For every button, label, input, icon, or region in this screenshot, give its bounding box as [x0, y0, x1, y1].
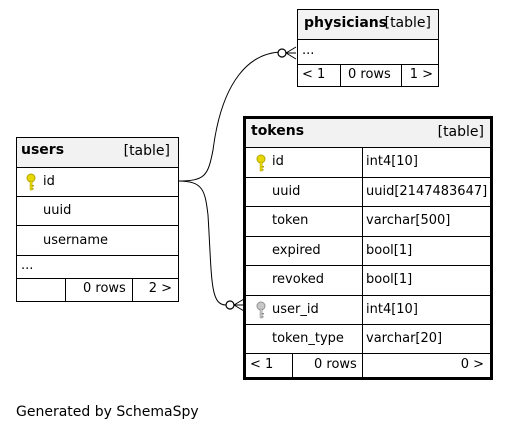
- tokens-footer-divider-2: [362, 354, 363, 377]
- users-row-id[interactable]: id: [17, 168, 178, 197]
- tokens-col-divider: [362, 325, 363, 353]
- users-tokens-edge: [177, 180, 227, 306]
- physicians-crowfoot-circle: [277, 48, 287, 58]
- generated-by-label: Generated by SchemaSpy: [16, 404, 199, 420]
- tokens-row-token-type[interactable]: token_type varchar[20]: [246, 325, 490, 354]
- primary-key-icon: [26, 173, 36, 191]
- tokens-kind: [table]: [437, 124, 484, 140]
- tokens-header: tokens [table]: [246, 119, 490, 148]
- users-footer-divider-2: [132, 279, 133, 301]
- users-more: ...: [21, 258, 34, 273]
- physicians-title: physicians: [304, 15, 388, 31]
- users-kind: [table]: [123, 143, 170, 159]
- physicians-footer-prev[interactable]: < 1: [302, 67, 326, 82]
- tokens-row-uuid[interactable]: uuid uuid[2147483647]: [246, 178, 490, 207]
- users-row-uuid[interactable]: uuid: [17, 197, 178, 226]
- tokens-row-user-id[interactable]: user_id int4[10]: [246, 296, 490, 325]
- users-title: users: [21, 142, 65, 158]
- tokens-col-id-name: id: [272, 154, 284, 169]
- tokens-col-token-type-type: varchar[20]: [366, 331, 443, 346]
- users-col-username: username: [43, 233, 108, 248]
- tokens-col-revoked-type: bool[1]: [366, 272, 413, 287]
- tokens-col-token-type: varchar[500]: [366, 213, 451, 228]
- users-physicians-edge: [177, 51, 284, 182]
- tokens-col-id-type: int4[10]: [366, 154, 418, 169]
- users-footer-next[interactable]: 2 >: [148, 281, 172, 296]
- tokens-footer-divider-1: [292, 354, 293, 377]
- tokens-row-token[interactable]: token varchar[500]: [246, 207, 490, 237]
- tokens-col-divider: [362, 266, 363, 295]
- physicians-more-row: ...: [298, 40, 438, 65]
- physicians-table[interactable]: physicians [table] ... < 1 0 rows 1 >: [297, 9, 439, 87]
- tokens-col-uuid-name: uuid: [272, 184, 301, 199]
- physicians-header: physicians [table]: [298, 10, 438, 40]
- tokens-col-uuid-type: uuid[2147483647]: [366, 184, 488, 199]
- physicians-crowfoot-icon: [285, 46, 297, 60]
- primary-key-icon: [256, 154, 266, 172]
- physicians-footer: < 1 0 rows 1 >: [298, 65, 438, 87]
- users-col-uuid: uuid: [43, 203, 72, 218]
- physicians-footer-divider-2: [401, 65, 402, 87]
- users-footer: 0 rows 2 >: [17, 279, 178, 301]
- tokens-crowfoot-circle: [225, 300, 235, 310]
- physicians-footer-rows: 0 rows: [348, 67, 391, 82]
- tokens-col-divider: [362, 178, 363, 206]
- foreign-key-icon: [256, 301, 266, 319]
- physicians-footer-divider-1: [340, 65, 341, 87]
- users-footer-rows: 0 rows: [83, 281, 126, 296]
- tokens-row-id[interactable]: id int4[10]: [246, 148, 490, 178]
- tokens-footer: < 1 0 rows 0 >: [246, 354, 490, 377]
- tokens-col-token-type-name: token_type: [272, 331, 344, 346]
- tokens-footer-next[interactable]: 0 >: [460, 357, 484, 372]
- tokens-col-expired-name: expired: [272, 243, 321, 258]
- tokens-col-divider: [362, 148, 363, 177]
- physicians-kind: [table]: [384, 15, 431, 31]
- tokens-footer-prev[interactable]: < 1: [250, 357, 274, 372]
- tokens-col-divider: [362, 237, 363, 265]
- users-row-username[interactable]: username: [17, 226, 178, 256]
- tokens-col-user-id-name: user_id: [272, 302, 319, 317]
- users-more-row: ...: [17, 256, 178, 279]
- tokens-col-token-name: token: [272, 213, 309, 228]
- users-table[interactable]: users [table] id uuid username ... 0 row…: [16, 137, 179, 302]
- tokens-col-divider: [362, 296, 363, 324]
- physicians-more: ...: [302, 43, 315, 58]
- users-col-id: id: [43, 174, 55, 189]
- users-header: users [table]: [17, 138, 178, 168]
- tokens-table[interactable]: tokens [table] id int4[10] uuid uuid[214…: [243, 116, 493, 380]
- tokens-title: tokens: [251, 123, 305, 139]
- physicians-footer-next[interactable]: 1 >: [409, 67, 433, 82]
- tokens-col-revoked-name: revoked: [272, 272, 325, 287]
- tokens-row-expired[interactable]: expired bool[1]: [246, 237, 490, 266]
- tokens-col-expired-type: bool[1]: [366, 243, 413, 258]
- tokens-footer-rows: 0 rows: [314, 357, 357, 372]
- users-footer-divider-1: [65, 279, 66, 301]
- tokens-col-divider: [362, 207, 363, 236]
- tokens-col-user-id-type: int4[10]: [366, 302, 418, 317]
- tokens-crowfoot-icon: [233, 298, 245, 312]
- tokens-row-revoked[interactable]: revoked bool[1]: [246, 266, 490, 296]
